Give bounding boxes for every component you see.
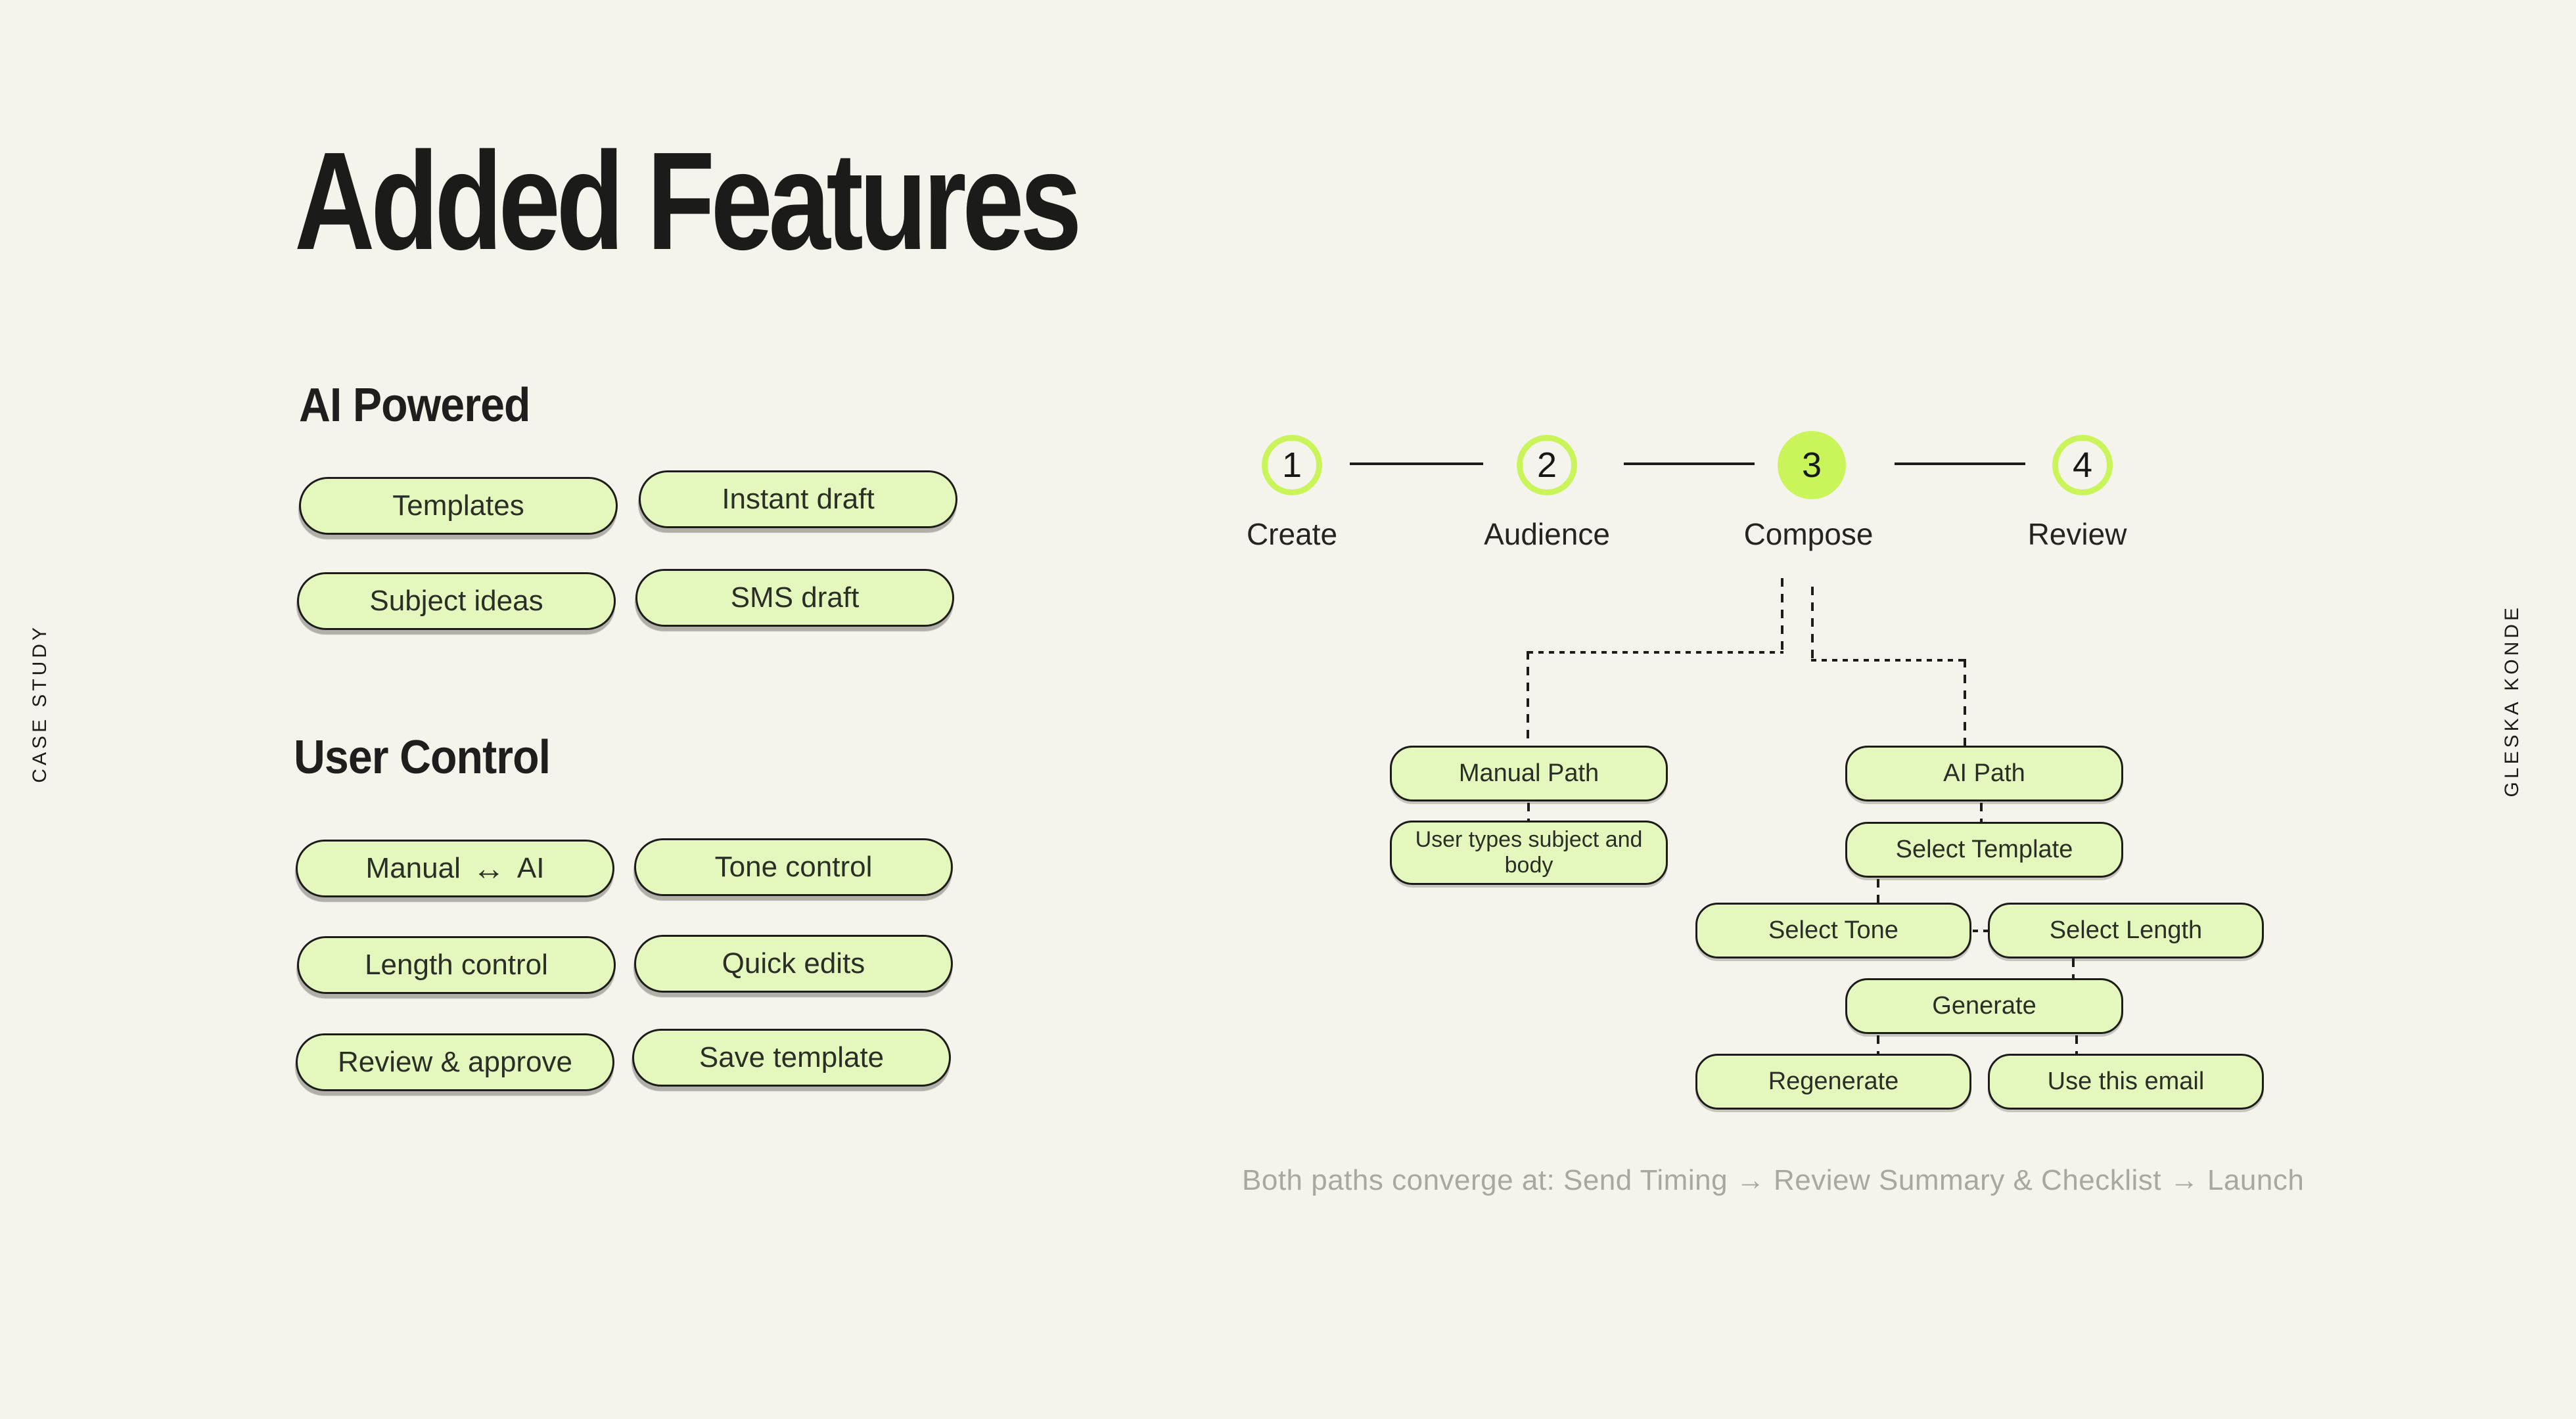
step-label-create: Create (1246, 517, 1338, 551)
author-margin-label: GLESKA KONDE (2501, 604, 2523, 798)
flow-box-label: Regenerate (1768, 1068, 1899, 1095)
flow-box-label: Use this email (2047, 1068, 2205, 1095)
dashed-connector (1781, 578, 1783, 652)
user-control-heading: User Control (294, 731, 551, 784)
step-connector-line (1624, 462, 1755, 465)
step-number: 2 (1536, 445, 1557, 485)
flow-box-ai-path[interactable]: AI Path (1845, 746, 2123, 801)
case-study-margin-label: CASE STUDY (29, 624, 51, 783)
dashed-connector (1527, 803, 1530, 821)
pill-label: Templates (392, 489, 524, 522)
flow-box-label: User types subject and body (1415, 826, 1643, 878)
pill-label: Quick edits (722, 947, 865, 980)
pill-label: Manual (365, 852, 461, 884)
dashed-connector (1527, 651, 1529, 746)
pill-tone-control[interactable]: Tone control (634, 838, 953, 896)
dashed-connector (1877, 879, 1879, 903)
pill-label: AI (517, 852, 545, 884)
pill-instant-draft[interactable]: Instant draft (639, 470, 957, 528)
pill-length-control[interactable]: Length control (297, 936, 616, 994)
dashed-connector (1528, 651, 1783, 654)
pill-label: Review & approve (337, 1046, 573, 1078)
dashed-connector (2075, 1035, 2078, 1054)
step-label-audience: Audience (1484, 517, 1610, 551)
step-circle-create[interactable]: 1 (1262, 435, 1322, 495)
step-label-compose: Compose (1743, 517, 1874, 551)
step-connector-line (1350, 462, 1483, 465)
step-circle-review[interactable]: 4 (2052, 435, 2113, 495)
step-connector-line (1895, 462, 2025, 465)
pill-label: Subject ideas (369, 585, 543, 617)
dashed-connector (1980, 803, 1983, 822)
ai-powered-heading: AI Powered (299, 379, 530, 432)
pill-save-template[interactable]: Save template (632, 1029, 951, 1087)
flow-box-user-types-subject-body[interactable]: User types subject and body (1390, 821, 1668, 885)
flow-box-use-this-email[interactable]: Use this email (1988, 1054, 2264, 1110)
flow-box-label: Manual Path (1458, 759, 1599, 787)
flow-box-select-tone[interactable]: Select Tone (1695, 903, 1971, 958)
page-title: Added Features (294, 131, 1274, 271)
step-number: 1 (1281, 445, 1302, 485)
pill-review-approve[interactable]: Review & approve (296, 1033, 614, 1091)
pill-label: Tone control (714, 851, 873, 883)
pill-label: SMS draft (730, 581, 860, 614)
pill-quick-edits[interactable]: Quick edits (634, 935, 953, 993)
pill-label: Instant draft (722, 483, 875, 515)
pill-sms-draft[interactable]: SMS draft (635, 569, 954, 627)
flow-box-select-length[interactable]: Select Length (1988, 903, 2264, 958)
dashed-connector (2072, 958, 2075, 978)
page-title-text: Added Features (294, 123, 1082, 279)
flow-box-label: Select Length (2049, 916, 2203, 944)
flow-box-label: Generate (1932, 992, 2036, 1020)
step-circle-compose-active[interactable]: 3 (1778, 431, 1846, 499)
flow-box-label: Select Tone (1768, 916, 1898, 944)
step-circle-audience[interactable]: 2 (1517, 435, 1577, 495)
pill-templates[interactable]: Templates (299, 477, 618, 535)
flow-box-select-template[interactable]: Select Template (1845, 822, 2123, 878)
pill-subject-ideas[interactable]: Subject ideas (297, 572, 616, 630)
left-right-arrow-icon: ↔ (472, 850, 505, 887)
step-number: 4 (2072, 445, 2093, 485)
flow-box-manual-path[interactable]: Manual Path (1390, 746, 1668, 801)
flow-box-generate[interactable]: Generate (1845, 978, 2123, 1034)
dashed-connector (1964, 659, 1966, 746)
dashed-connector (1811, 587, 1814, 659)
flow-box-label: AI Path (1943, 759, 2025, 787)
dashed-connector (1811, 659, 1966, 662)
pill-manual-ai-toggle[interactable]: Manual ↔ AI (296, 840, 614, 897)
pill-label: Length control (365, 949, 548, 981)
flow-box-regenerate[interactable]: Regenerate (1695, 1054, 1971, 1110)
step-label-review: Review (2027, 517, 2127, 551)
flow-box-label: Select Template (1895, 836, 2073, 863)
pill-label: Save template (699, 1041, 885, 1073)
dashed-connector (1877, 1035, 1879, 1054)
dashed-connector (1973, 930, 1988, 932)
step-number: 3 (1801, 445, 1822, 485)
convergence-note: Both paths converge at: Send Timing → Re… (1242, 1164, 2305, 1196)
